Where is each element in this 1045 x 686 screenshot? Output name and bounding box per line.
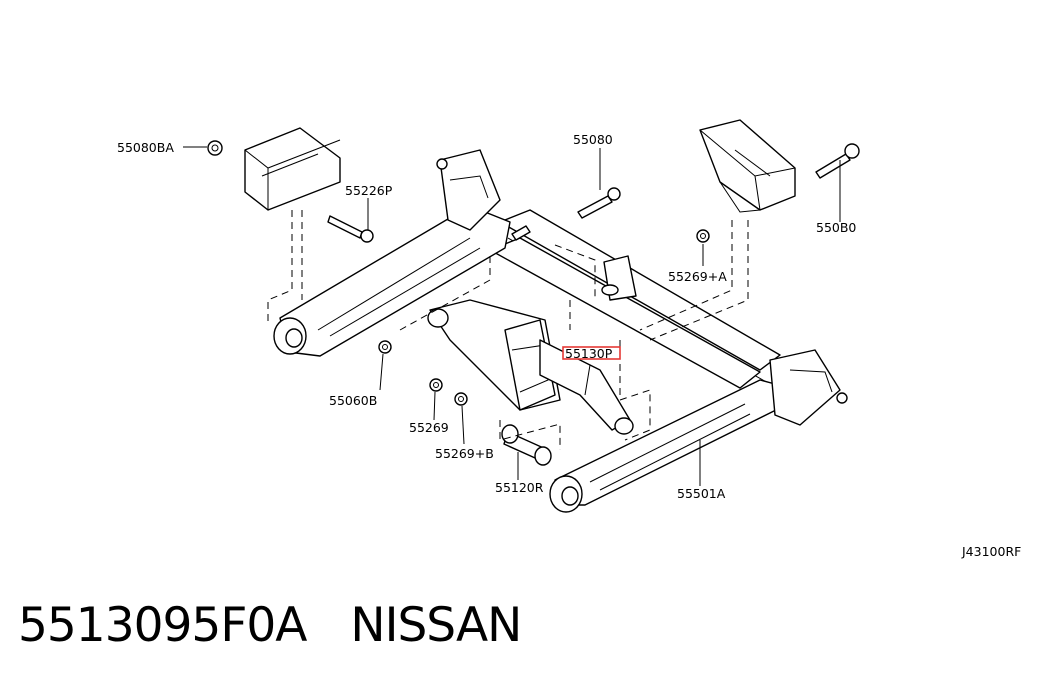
- cross-member: [489, 209, 781, 389]
- part-footer: 5513095F0A NISSAN: [18, 598, 522, 653]
- label-550B0[interactable]: 550B0: [816, 220, 856, 235]
- label-55226P[interactable]: 55226P: [345, 183, 393, 198]
- left-trailing-arm: [273, 149, 511, 357]
- diagram-reference-code: J43100RF: [961, 544, 1021, 559]
- label-55080[interactable]: 55080: [573, 132, 613, 147]
- label-55060B[interactable]: 55060B: [329, 393, 377, 408]
- assembly-guides: [267, 210, 749, 450]
- label-55130P-highlight: [562, 346, 621, 360]
- label-55269-plus-b[interactable]: 55269+B: [435, 446, 494, 461]
- label-55269-plus-a[interactable]: 55269+A: [668, 269, 727, 284]
- part-labels: 55080BA 55226P 55080 550B0 55269+A 55130…: [117, 132, 1021, 559]
- fasteners: [207, 140, 860, 406]
- suspension-diagram: 55080BA 55226P 55080 550B0 55269+A 55130…: [117, 119, 1021, 559]
- label-55269[interactable]: 55269: [409, 420, 449, 435]
- lower-link: [501, 424, 552, 466]
- left-body-rail: [244, 127, 341, 211]
- brand-name: NISSAN: [350, 598, 522, 653]
- right-trailing-arm: [549, 349, 848, 513]
- label-55130P[interactable]: 55130P: [565, 346, 613, 361]
- label-55080BA[interactable]: 55080BA: [117, 140, 174, 155]
- right-body-rail: [699, 119, 796, 213]
- part-number: 5513095F0A: [18, 598, 307, 653]
- center-bracket: [427, 299, 634, 435]
- label-55120R[interactable]: 55120R: [495, 480, 544, 495]
- leader-lines: [183, 146, 841, 486]
- label-55501A[interactable]: 55501A: [677, 486, 726, 501]
